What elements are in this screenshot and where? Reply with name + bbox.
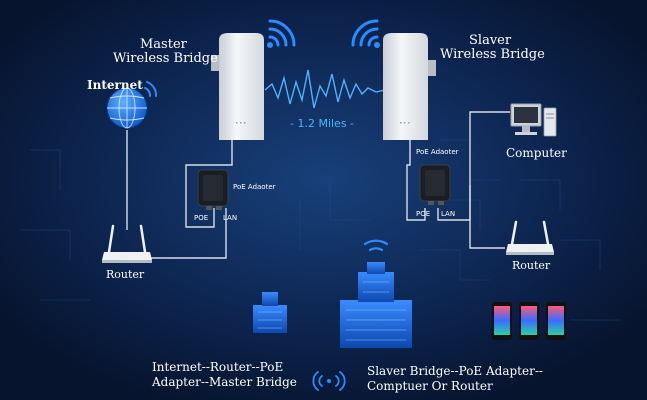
wireless-link-wave	[264, 69, 386, 109]
poe-adapter-right-device	[419, 164, 451, 205]
slaver-bridge-label-line2: Wireless Bridge	[440, 47, 545, 62]
poe-adapter-left-label: PoE Adaoter	[233, 183, 276, 191]
caption-right-line1: Slaver Bridge--PoE Adapter--	[367, 364, 543, 378]
router-right-label: Router	[512, 259, 551, 272]
slaver-bridge-label-line1: Slaver	[469, 33, 512, 48]
caption-left-line2: Adapter--Master Bridge	[152, 375, 297, 389]
computer-label: Computer	[506, 146, 567, 160]
caption-left-line1: Internet--Router--PoE	[152, 360, 284, 374]
computer-device	[510, 103, 557, 137]
master-bridge-device	[211, 33, 264, 140]
poe-port-left-label: POE	[194, 214, 209, 222]
poe-port-right-label: POE	[416, 210, 431, 218]
office-building-icon	[253, 292, 287, 333]
poe-adapter-right-label: PoE Adaoter	[416, 148, 459, 156]
circuit-pattern	[20, 139, 620, 321]
distance-label: - 1.2 Miles -	[290, 117, 355, 130]
office-building-icon	[340, 239, 412, 348]
lan-port-right-label: LAN	[441, 210, 456, 218]
wifi-signal-icon	[312, 371, 346, 391]
master-bridge-label-line2: Wireless Bridge	[113, 51, 218, 66]
router-left-device	[102, 224, 152, 263]
cable-wires	[126, 111, 510, 259]
wifi-signal-icon	[267, 19, 296, 48]
lan-port-left-label: LAN	[223, 214, 238, 222]
wifi-signal-icon	[351, 19, 380, 48]
smartphone-icon	[492, 302, 566, 340]
internet-label: Internet	[87, 78, 143, 92]
poe-adapter-left-device	[197, 169, 229, 210]
slaver-bridge-device	[383, 33, 436, 140]
caption-right-line2: Comptuer Or Router	[367, 379, 493, 393]
router-right-device	[506, 220, 554, 255]
globe-icon	[106, 81, 158, 129]
master-bridge-label-line1: Master	[140, 37, 187, 52]
router-left-label: Router	[106, 268, 145, 281]
